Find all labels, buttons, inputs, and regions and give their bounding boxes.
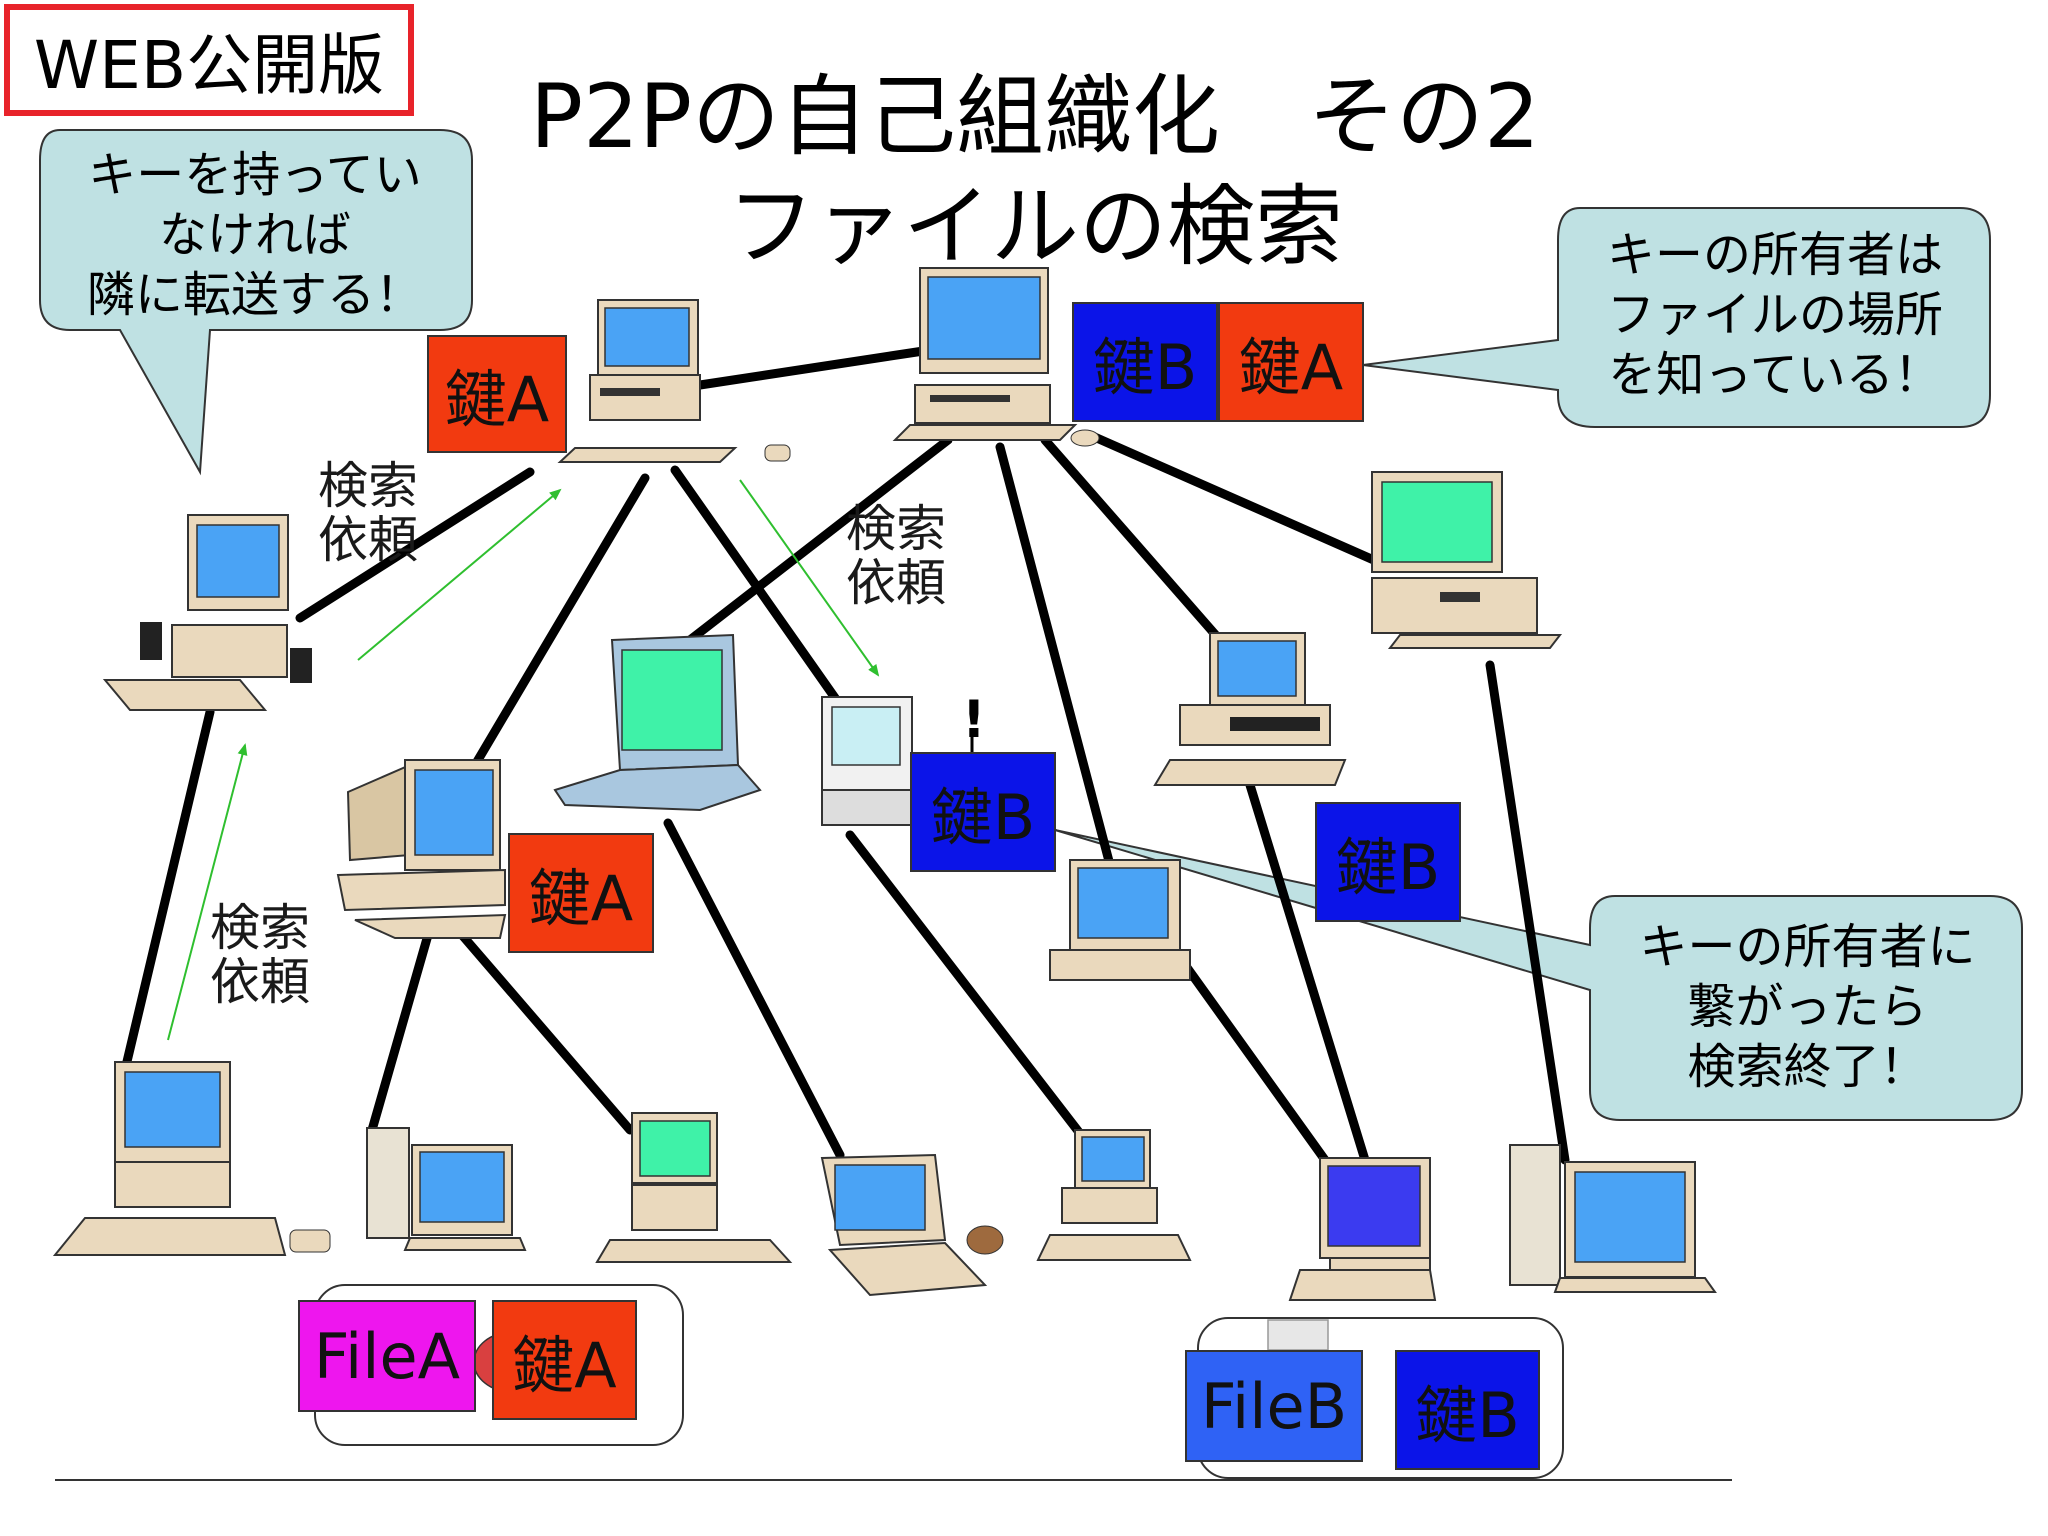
search-request-label: 検索 依頼 [846,502,946,610]
computer-icon [595,1112,793,1263]
computer-icon [892,267,1100,447]
callout-owner-knows-text: キーの所有者は ファイルの場所 を知っている！ [1565,225,1985,405]
exclamation-mark: ! [962,690,986,750]
callout-line: ファイルの場所 [1606,287,1943,343]
callout-line: キーの所有者に [1639,919,1976,975]
search-request-line: 依頼 [318,511,418,569]
key-a-box: 鍵A [492,1300,637,1420]
computer-icon [1049,859,1191,981]
callout-line: 繋がったら [1687,979,1928,1035]
computer-icon [1509,1144,1717,1293]
search-request-arrows [167,479,880,1041]
computer-icon [1288,1157,1437,1301]
callout-line: なければ [158,207,351,263]
computer-icon [336,759,507,939]
search-request-label: 検索 依頼 [318,459,418,567]
search-request-line: 依頼 [846,554,946,612]
computer-icon [821,696,913,826]
key-b-box: 鍵B [1315,802,1461,922]
callout-line: 検索終了！ [1687,1039,1928,1095]
key-b-box: 鍵B [910,752,1056,872]
computer-icon [1371,471,1563,649]
callout-forward-text: キーを持ってい なければ 隣に転送する！ [55,145,455,325]
network-links [120,345,1570,1165]
computer-icon [557,299,791,463]
callout-owner-knows-bubble [1362,207,1991,428]
callout-line: 隣に転送する！ [86,267,423,323]
callout-line: キーを持ってい [88,147,422,203]
computer-icon [52,1061,331,1256]
key-b-box: 鍵B [1072,302,1218,422]
computer-icon [1153,632,1347,786]
laptop-icon [553,633,762,812]
search-request-line: 検索 [846,500,946,558]
title-line-1: P2Pの自己組織化 その2 [529,65,1541,168]
search-request-line: 依頼 [210,953,310,1011]
title-line-2: ファイルの検索 [726,175,1343,278]
file-icon [1267,1319,1329,1351]
web-version-badge: WEB公開版 [4,4,414,116]
callout-search-end-text: キーの所有者に 繋がったら 検索終了！ [1595,917,2020,1097]
page-title: P2Pの自己組織化 その2 ファイルの検索 [420,62,1650,282]
computer-icon [366,1127,527,1251]
computer-icon [1036,1129,1192,1261]
callout-line: を知っている！ [1608,347,1942,403]
callout-forward-bubble [39,129,473,476]
search-request-label: 検索 依頼 [210,901,310,1009]
computer-icon [102,514,312,711]
key-a-box: 鍵A [427,335,567,453]
file-a-box: FileA [298,1300,476,1412]
search-request-line: 検索 [318,457,418,515]
key-a-box: 鍵A [1218,302,1364,422]
callout-line: キーの所有者は [1606,227,1943,283]
file-b-box: FileB [1185,1350,1363,1462]
key-b-box: 鍵B [1395,1350,1540,1470]
callout-search-end-bubble [1054,829,2023,1121]
key-a-box: 鍵A [508,833,654,953]
search-request-line: 検索 [210,899,310,957]
laptop-icon [820,1153,1004,1297]
